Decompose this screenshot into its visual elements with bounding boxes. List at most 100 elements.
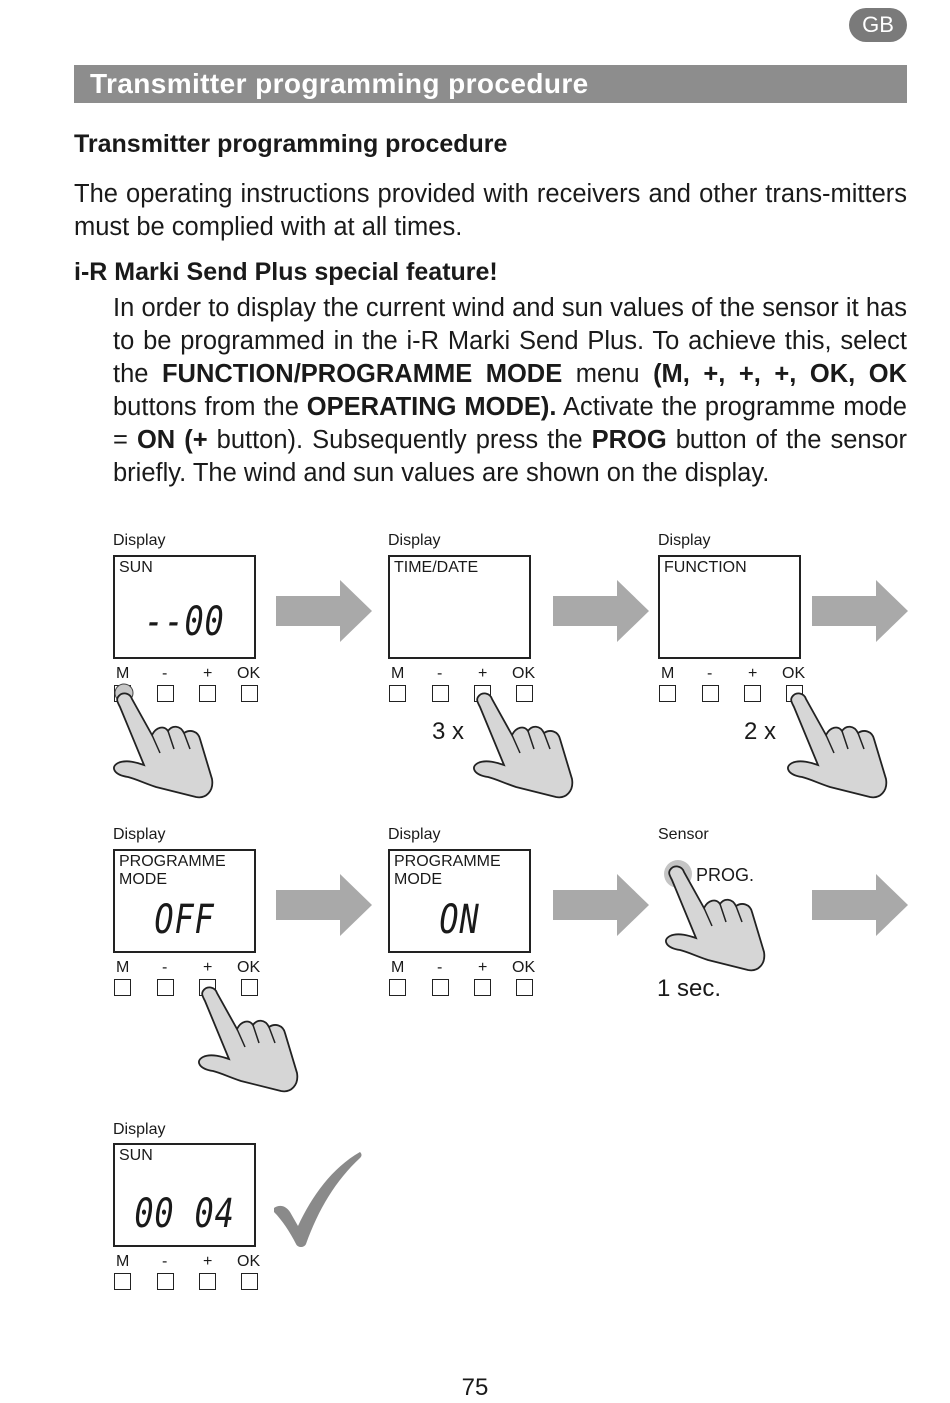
ok-label: OK [782,665,806,682]
ok-label: OK [237,1253,261,1270]
m-label: M [116,959,130,976]
m-button[interactable] [389,979,406,996]
pressing-hand-icon [787,692,888,799]
display-caption: Display [388,532,441,549]
plus-label: + [203,1253,213,1270]
minus-label: - [162,959,168,976]
right-arrow-icon [276,874,372,936]
feature-text-run: ON (+ [136,426,208,454]
minus-label: - [162,1253,168,1270]
m-button[interactable] [114,979,131,996]
button-labels: M - + OK [658,665,808,683]
feature-text-run: FUNCTION/PROGRAMME MODE [161,360,563,388]
minus-button[interactable] [432,685,449,702]
right-arrow-icon [276,580,372,642]
right-arrow-icon [812,580,908,642]
plus-button[interactable] [474,979,491,996]
plus-label: + [203,665,213,682]
lcd-display-time-date: TIME/DATE [388,555,531,659]
m-button[interactable] [659,685,676,702]
lcd-display-programme-mode-on: PROGRAMME MODE ON [388,849,531,953]
feature-text-run: In order to display the current wind and… [113,294,907,388]
plus-label: + [748,665,758,682]
ok-button[interactable] [516,685,533,702]
minus-button[interactable] [157,685,174,702]
minus-button[interactable] [157,1273,174,1290]
sensor-prog-hand-icon [664,860,766,972]
lcd-display-sun-result: SUN 00 04 [113,1143,256,1247]
lcd-label: PROGRAMME MODE [119,853,226,888]
minus-label: - [162,665,168,682]
lcd-label: SUN [119,559,153,576]
plus-label: + [478,959,488,976]
m-label: M [116,1253,130,1270]
m-label: M [391,665,405,682]
m-label: M [661,665,675,682]
lcd-label: PROGRAMME MODE [394,853,501,888]
lcd-value: ON [439,897,480,943]
page-number: 75 [461,1374,489,1401]
sensor-caption: Sensor [658,826,709,843]
right-arrow-icon [553,580,649,642]
minus-label: - [437,959,443,976]
plus-label: + [203,959,213,976]
feature-text-run: button). Subsequently press the [207,426,592,454]
section-header-title: Transmitter programming procedure [90,68,589,99]
pressing-hand-icon [198,986,299,1093]
m-button[interactable] [389,685,406,702]
intro-paragraph: The operating instructions provided with… [74,180,907,241]
lcd-value: --00 [144,599,225,645]
checkmark-icon [274,1152,362,1247]
lcd-value: 00 04 [134,1191,235,1237]
plus-button[interactable] [744,685,761,702]
section-header-bar: Transmitter programming procedure [74,65,907,103]
feature-text-run: OPERATING MODE). [306,393,557,421]
plus-button[interactable] [199,685,216,702]
feature-paragraph: In order to display the current wind and… [113,292,907,490]
minus-button[interactable] [432,979,449,996]
display-caption: Display [113,532,166,549]
pressing-hand-icon [113,683,214,799]
lcd-label: FUNCTION [664,559,747,576]
plus-label: + [478,665,488,682]
press-count: 3 x [432,718,465,745]
prog-button-label: PROG. [696,865,755,885]
ok-button[interactable] [516,979,533,996]
ok-button[interactable] [241,1273,258,1290]
feature-text-run: (M, +, +, +, OK, OK [653,360,907,388]
minus-label: - [437,665,443,682]
m-button[interactable] [114,1273,131,1290]
display-caption: Display [658,532,711,549]
feature-text-run: Activate the programme mode = [113,393,907,454]
display-caption: Display [388,826,441,843]
button-labels: M - + OK [113,959,263,977]
ok-label: OK [512,665,536,682]
m-label: M [391,959,405,976]
lcd-label: SUN [119,1147,153,1164]
press-count: 2 x [744,718,777,745]
display-caption: Display [113,826,166,843]
button-labels: M - + OK [113,665,263,683]
ok-label: OK [512,959,536,976]
lcd-value: OFF [154,897,215,943]
ok-label: OK [237,959,261,976]
feature-text-run: menu [562,360,654,388]
lcd-display-sun: SUN --00 [113,555,256,659]
button-labels: M - + OK [113,1253,263,1271]
m-label: M [116,665,130,682]
button-labels: M - + OK [388,959,538,977]
subsection-title: Transmitter programming procedure [74,130,508,158]
plus-button[interactable] [199,1273,216,1290]
press-duration: 1 sec. [657,975,722,1002]
minus-button[interactable] [157,979,174,996]
ok-button[interactable] [241,685,258,702]
ok-label: OK [237,665,261,682]
language-badge: GB [849,8,907,42]
minus-button[interactable] [702,685,719,702]
right-arrow-icon [553,874,649,936]
lcd-label: TIME/DATE [394,559,479,576]
ok-button[interactable] [241,979,258,996]
feature-title: i-R Marki Send Plus special feature! [74,258,498,286]
button-labels: M - + OK [388,665,538,683]
pressing-hand-icon [473,692,574,799]
